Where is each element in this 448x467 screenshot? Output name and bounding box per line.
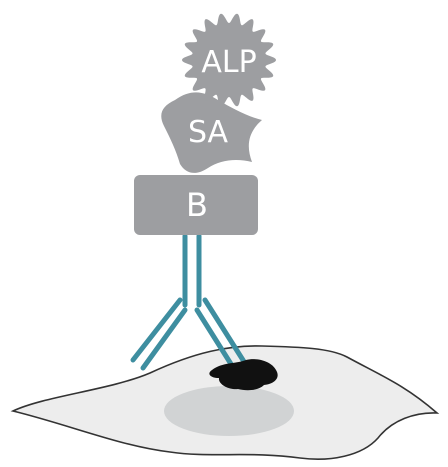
cell-nucleus — [164, 386, 294, 436]
alp-label: ALP — [201, 45, 256, 80]
biotin-label: B — [186, 186, 208, 224]
streptavidin-label: SA — [188, 115, 229, 150]
